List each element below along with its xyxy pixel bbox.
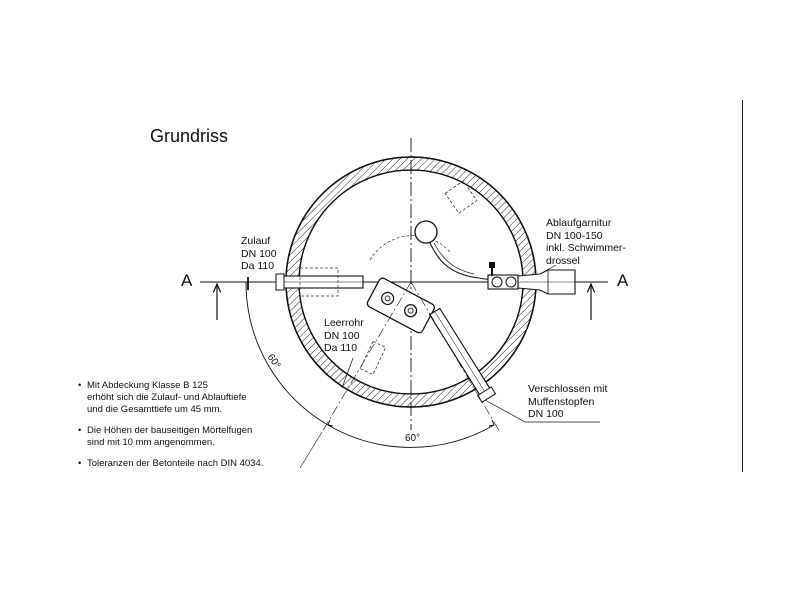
angle-arc-left xyxy=(245,281,329,426)
dashed-opening-left xyxy=(359,340,387,376)
label-zulauf: Zulauf DN 100 Da 110 xyxy=(241,235,277,272)
label-verschlossen: Verschlossen mit Muffenstopfen DN 100 xyxy=(528,383,608,420)
leader-ablauf xyxy=(539,264,557,275)
drain-pipe xyxy=(428,307,497,403)
label-ablaufgarnitur: Ablaufgarnitur DN 100-150 inkl. Schwimme… xyxy=(546,217,626,267)
label-leerrohr: Leerrohr DN 100 Da 110 xyxy=(324,317,364,354)
dashed-opening-top xyxy=(444,180,478,214)
page-title: Grundriss xyxy=(150,126,229,146)
inlet-pipe xyxy=(275,267,364,297)
note-item: Mit Abdeckung Klasse B 125 erhöht sich d… xyxy=(78,380,308,416)
note-item: Toleranzen der Betonteile nach DIN 4034. xyxy=(78,458,308,470)
angle-label-bottom: 60° xyxy=(405,433,421,444)
leader-verschlossen xyxy=(484,399,600,423)
page-divider xyxy=(742,100,743,472)
section-mark-left: A xyxy=(181,271,193,290)
control-box xyxy=(366,277,436,334)
float-ball xyxy=(414,220,438,244)
note-item: Die Höhen der bauseitigen Mörtelfugen si… xyxy=(78,425,308,449)
notes-list: Mit Abdeckung Klasse B 125 erhöht sich d… xyxy=(78,380,308,479)
angle-arc-bottom xyxy=(327,424,495,448)
section-mark-right: A xyxy=(617,271,629,290)
outlet-fitting xyxy=(487,262,576,295)
